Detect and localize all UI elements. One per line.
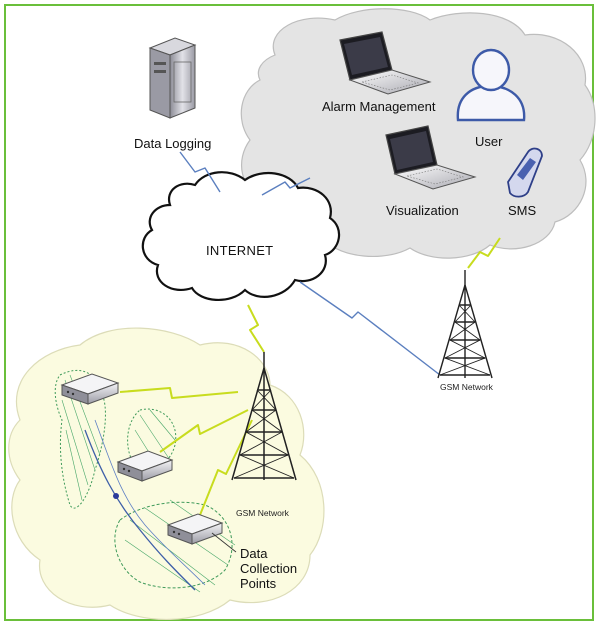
link-datalogging-internet	[179, 151, 221, 193]
links	[119, 151, 501, 516]
label-gsm-network-left: GSM Network	[236, 508, 289, 518]
label-alarm-management: Alarm Management	[322, 99, 436, 114]
server-icon	[148, 37, 197, 119]
link-gsm-right-sms	[467, 237, 501, 269]
label-sms: SMS	[508, 203, 537, 218]
link-modem2-tower	[159, 409, 249, 453]
label-data-logging: Data Logging	[134, 136, 212, 151]
link-internet-gsm-left	[247, 304, 265, 353]
link-modem3-tower	[199, 419, 253, 516]
diagram-frame	[4, 4, 594, 621]
laptop-alarm-icon	[339, 31, 432, 95]
gsm-tower-right	[437, 270, 493, 379]
modem-2	[116, 450, 174, 482]
link-internet-gsm-right	[299, 281, 441, 376]
gsm-tower-left	[231, 352, 297, 481]
label-visualization: Visualization	[386, 203, 459, 218]
laptop-visualization-icon	[385, 125, 477, 190]
field-map	[54, 370, 236, 593]
label-data-collection-points: Data Collection Points	[240, 546, 297, 591]
internet-cloud	[141, 171, 341, 302]
modem-1	[60, 373, 120, 405]
user-icon	[456, 48, 526, 122]
modem-3	[166, 513, 224, 545]
link-internet-services	[261, 177, 311, 196]
phone-icon	[507, 147, 543, 198]
label-dcp-line3: Points	[240, 576, 277, 591]
data-collection-pointer	[211, 532, 237, 553]
label-dcp-line1: Data	[240, 546, 268, 561]
label-gsm-network-right: GSM Network	[440, 382, 493, 392]
label-user: User	[475, 134, 503, 149]
link-modem1-tower	[119, 387, 239, 399]
label-dcp-line2: Collection	[240, 561, 298, 576]
label-internet: INTERNET	[206, 243, 274, 258]
